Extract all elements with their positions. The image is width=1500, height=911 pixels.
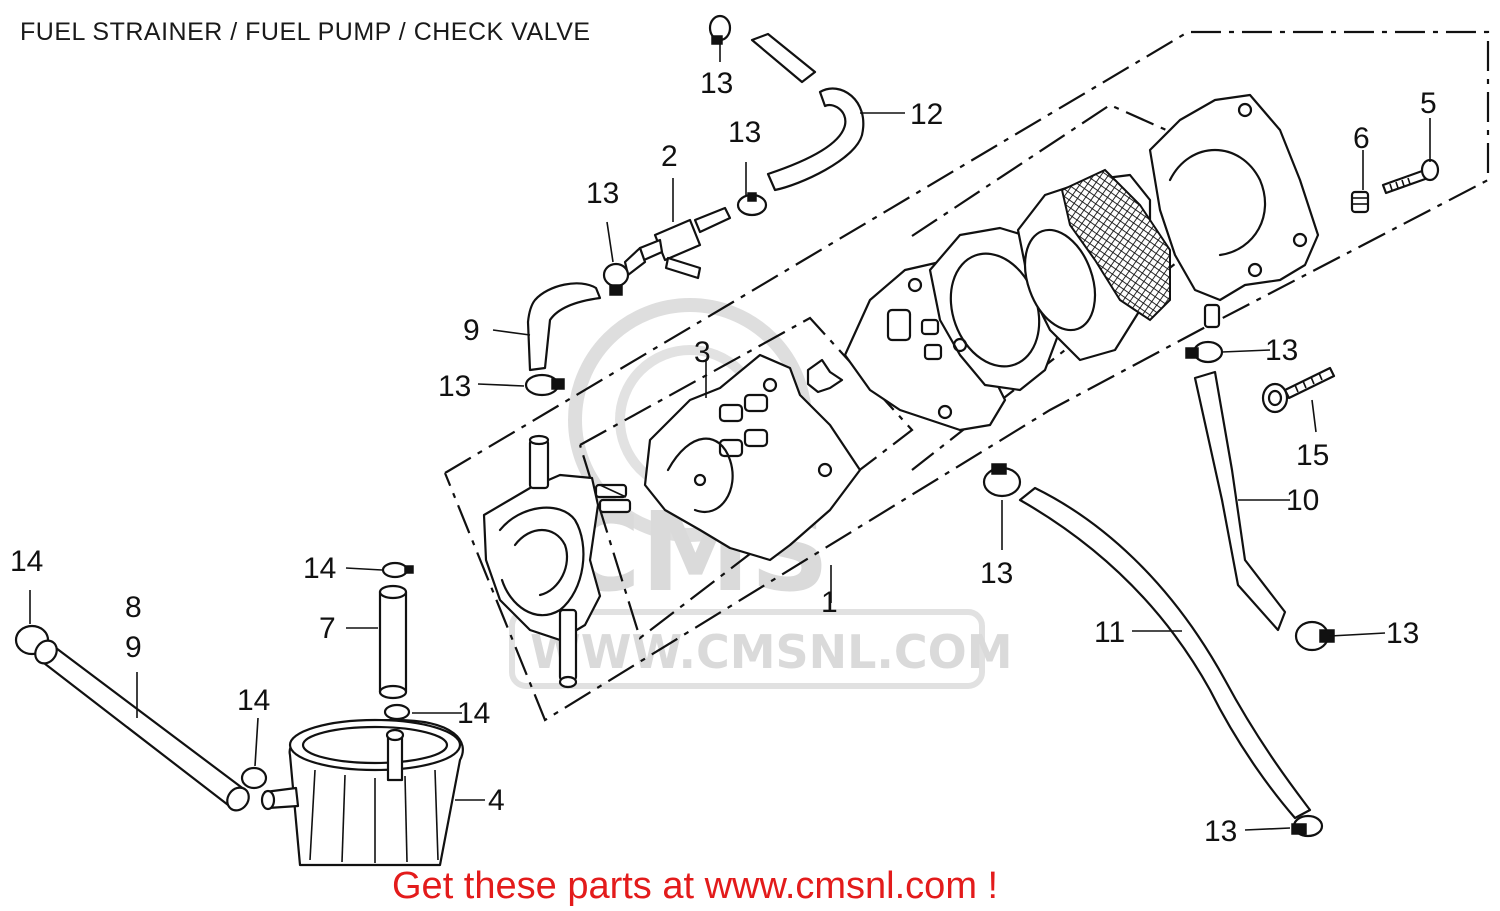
- callout-labels: 1 2 3 4 5 6 7 8 9 9 10 11 12 13 13 13 13…: [10, 67, 1437, 848]
- callout-13-valve-left: 13: [586, 177, 619, 210]
- pump-clip: [806, 358, 844, 394]
- hose-part-10: [1193, 370, 1287, 632]
- callout-2: 2: [661, 140, 678, 173]
- callout-14-pipe: 14: [10, 545, 43, 578]
- callout-13-left: 13: [438, 370, 471, 403]
- callout-9-upper: 9: [463, 314, 480, 347]
- callout-14-strainer: 14: [237, 684, 270, 717]
- callout-13-valve-right: 13: [728, 116, 761, 149]
- callout-13-middle: 13: [980, 557, 1013, 590]
- footer-promo-link[interactable]: Get these parts at www.cmsnl.com !: [392, 865, 999, 907]
- screw-part-5: [1381, 158, 1440, 195]
- callout-13-right-lower: 13: [1386, 617, 1419, 650]
- diaphragm-gasket: [643, 353, 862, 562]
- callout-12: 12: [910, 98, 943, 131]
- hose-part-11: [1018, 486, 1312, 820]
- callout-14-lower: 14: [457, 697, 490, 730]
- pipe-part-8-9: [34, 639, 250, 812]
- callout-13-right-upper: 13: [1265, 334, 1298, 367]
- pump-outer-cover: [1148, 93, 1320, 329]
- callout-14-top: 14: [303, 552, 336, 585]
- callout-13-bottom: 13: [1204, 815, 1237, 848]
- hose-part-12: [750, 32, 865, 192]
- callout-8: 8: [125, 591, 142, 624]
- fuel-pump-body: [482, 434, 632, 689]
- clamps-part-13: [524, 14, 1335, 838]
- bolt-part-15: [1261, 366, 1336, 414]
- hose-part-9-upper: [526, 282, 602, 372]
- callout-15: 15: [1296, 439, 1329, 472]
- check-valve-part-2: [623, 206, 732, 280]
- nut-part-6: [1350, 190, 1370, 214]
- callout-6: 6: [1353, 122, 1370, 155]
- callout-11: 11: [1094, 616, 1125, 649]
- strainer-screen-plate: [1016, 168, 1171, 362]
- callout-9-lower: 9: [125, 631, 142, 664]
- watermark-url: WWW.CMSNL.COM: [530, 625, 1013, 679]
- callout-5: 5: [1420, 87, 1437, 120]
- pipe-part-7: [378, 584, 408, 700]
- diagram-title: FUEL STRAINER / FUEL PUMP / CHECK VALVE: [20, 18, 591, 46]
- leader-lines: [29, 40, 1431, 831]
- watermark: CMS WWW.CMSNL.COM: [509, 298, 1013, 689]
- callout-13-top: 13: [700, 67, 733, 100]
- callout-1: 1: [821, 586, 838, 619]
- callout-3: 3: [694, 336, 711, 369]
- callout-10: 10: [1286, 484, 1319, 517]
- clips-part-14: [14, 561, 414, 790]
- fuel-strainer-part-4: [260, 718, 464, 867]
- callout-4: 4: [488, 784, 505, 817]
- callout-7: 7: [319, 612, 336, 645]
